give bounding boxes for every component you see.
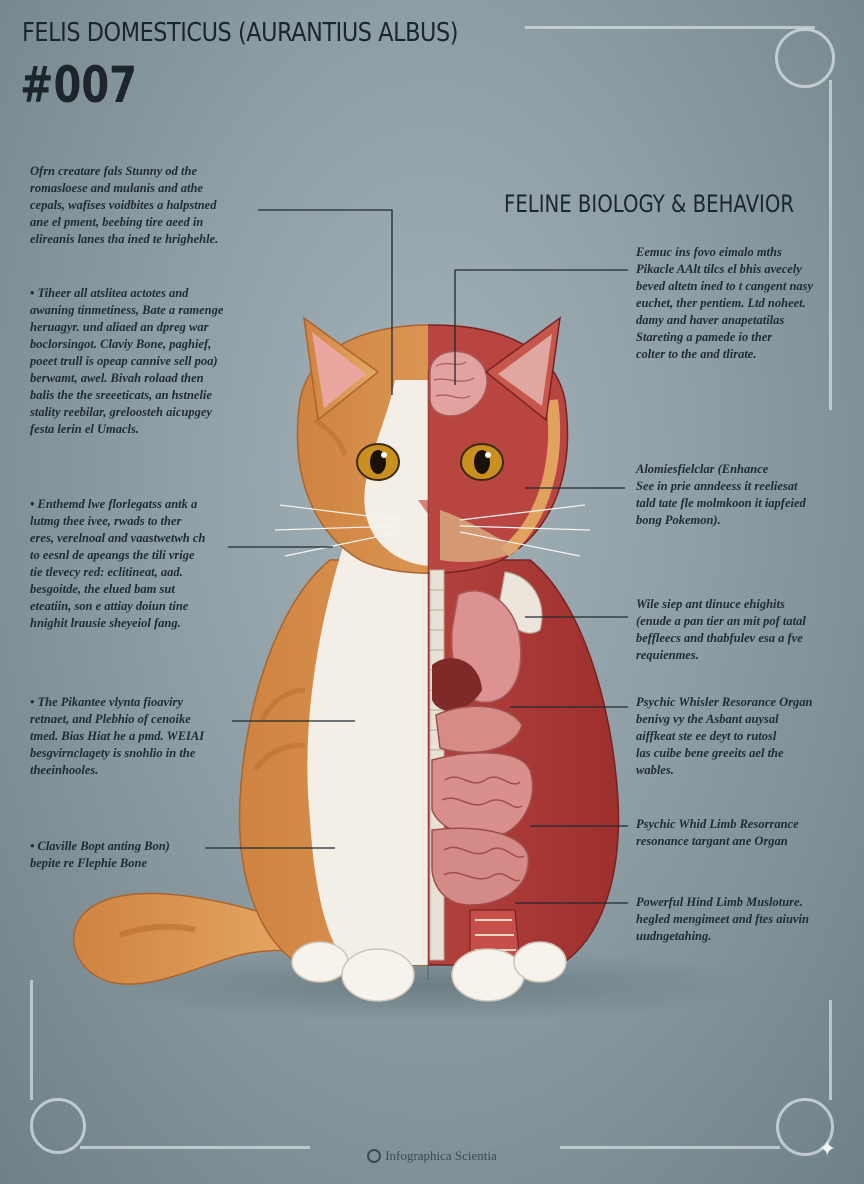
frame-corner-ring-bottom-left xyxy=(30,1098,86,1154)
leader-left-1 xyxy=(258,209,393,395)
publisher-logo-icon xyxy=(367,1149,382,1163)
frame-right-bottom-line xyxy=(829,1000,832,1100)
entry-number: #007 xyxy=(20,56,138,114)
left-eye-glint xyxy=(381,452,387,458)
page-title: FELIS DOMESTICUS (AURANTIUS ALBUS) xyxy=(22,18,459,48)
intestine-coils xyxy=(441,776,525,882)
leader-lines-right xyxy=(454,269,628,904)
cat-tail xyxy=(72,892,317,985)
whiskers-left xyxy=(274,504,401,557)
note-left-1: Ofrn creatare fals Stunny od the romaslo… xyxy=(30,164,219,246)
leader-right-1 xyxy=(454,269,628,385)
intestines xyxy=(431,752,534,837)
frame-bottom-line xyxy=(80,1146,310,1149)
section-heading: FELINE BIOLOGY & BEHAVIOR xyxy=(504,190,795,218)
note-right-6: Powerful Hind Limb Musloture. hegled men… xyxy=(636,895,809,943)
leader-lines-left xyxy=(205,209,393,849)
right-paw-outer xyxy=(513,941,567,983)
sparkle-icon: ✦ xyxy=(818,1136,837,1161)
brain xyxy=(429,350,488,417)
frame-corner-ring-bottom-right xyxy=(776,1098,834,1156)
footer-credit: Infographica Scientia xyxy=(0,1148,864,1164)
whiskers-right xyxy=(459,504,591,557)
note-left-4: • The Pikantee vlynta fioaviry retnaet, … xyxy=(30,695,205,777)
right-paw-inner xyxy=(451,948,525,1002)
left-paw-outer xyxy=(291,941,349,983)
fur-white-muzzle xyxy=(364,380,428,566)
fur-rim-right xyxy=(501,399,561,557)
note-left-3: • Enthemd lwe florlegatss antk a lutmg t… xyxy=(30,497,206,630)
footer-credit-text: Infographica Scientia xyxy=(385,1148,497,1163)
anatomy-half xyxy=(428,316,620,1002)
note-right-2: Alomiesfielclar (Enhance See in prie ann… xyxy=(636,462,806,527)
frame-right-line xyxy=(829,80,832,410)
note-right-5: Psychic Whid Limb Resorrance resonance t… xyxy=(636,817,799,848)
fur-front-leg xyxy=(340,850,415,965)
nose xyxy=(418,500,428,514)
brain-folds xyxy=(433,361,475,399)
left-ear-inner xyxy=(312,332,366,408)
right-ear-inner xyxy=(498,334,552,406)
fur-half xyxy=(238,316,428,1002)
right-eye-glint xyxy=(485,452,491,458)
frame-corner-ring-top-right xyxy=(775,28,835,88)
fur-stripes xyxy=(252,417,348,772)
frame-top-line xyxy=(525,26,815,29)
ground-shadow xyxy=(100,947,760,1023)
note-right-3: Wile siep ant tlinuce ehighits (enude a … xyxy=(636,597,806,662)
note-left-2: • Tiheer all atslitea actotes and awanin… xyxy=(30,286,224,436)
frame-bottom-right-line xyxy=(560,1146,780,1149)
note-right-1: Eemuc ins fovo eimalo mths Pikacle AAlt … xyxy=(636,245,814,361)
stomach xyxy=(435,705,523,754)
liver xyxy=(432,658,482,711)
left-paw-inner xyxy=(341,948,415,1002)
note-right-4: Psychic Whisler Resorance Organ benivg v… xyxy=(636,695,813,777)
note-left-5: • Claville Bopt anting Bon) bepite re Fl… xyxy=(30,839,170,870)
tail-stripe xyxy=(119,923,196,938)
frame-left-line xyxy=(30,980,33,1100)
